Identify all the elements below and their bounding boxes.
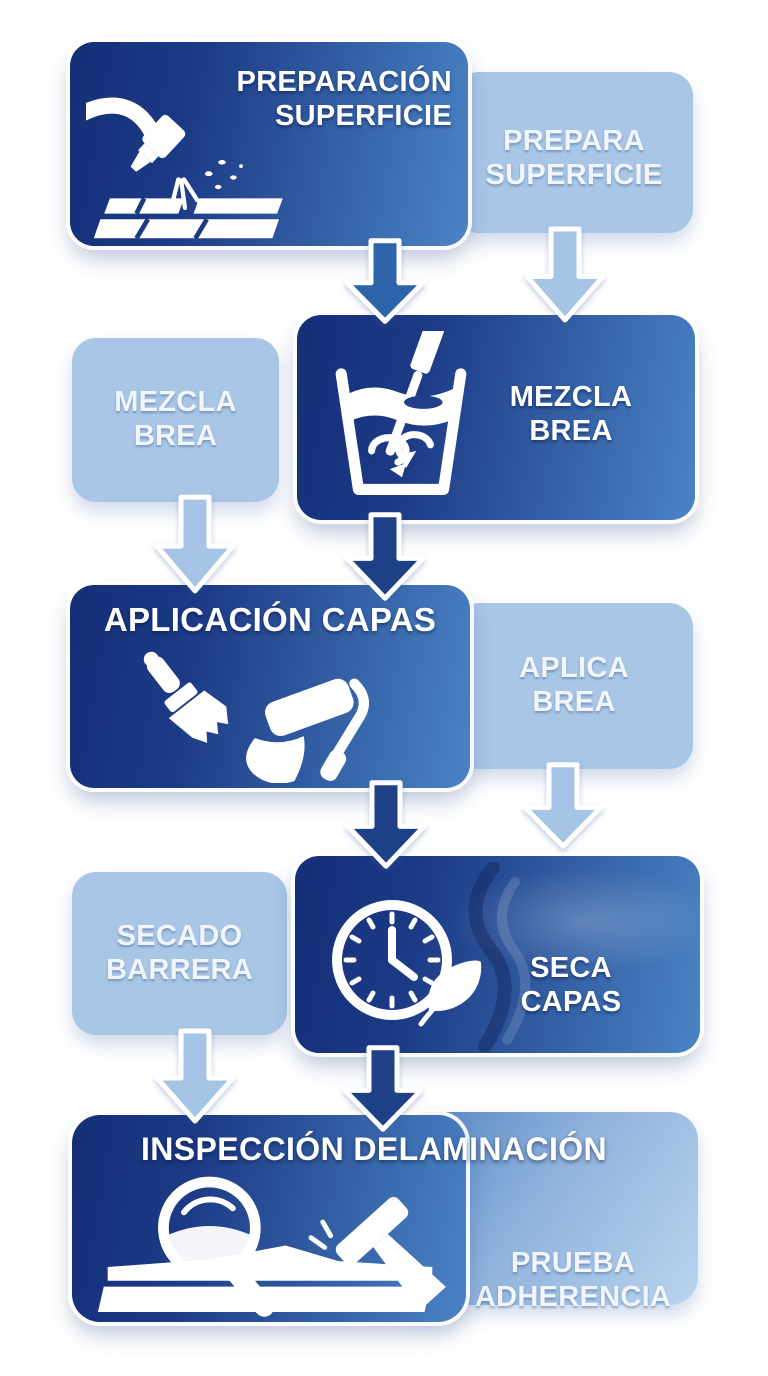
node-inspeccion-delaminacion <box>72 1115 466 1322</box>
node-label: MEZCLA BREA <box>471 381 671 449</box>
label-line: BREA <box>133 420 218 452</box>
node-label: APLICA BREA <box>455 603 693 769</box>
label-line: BARRERA <box>105 953 254 986</box>
label-line: BREA <box>532 686 616 718</box>
label-line: MEZCLA <box>114 386 237 419</box>
label-line: CAPAS <box>520 985 622 1018</box>
arrow-aplicacion-to-seca <box>344 780 428 869</box>
label-line: APLICA <box>519 652 629 685</box>
arrow-mezcla-to-aplicacion <box>343 512 427 601</box>
label-line: PRUEBA <box>510 1246 636 1279</box>
node-aplica-brea: APLICA BREA <box>455 603 693 769</box>
label-line: SECA <box>530 952 612 984</box>
arrow-seca-to-inspeccion <box>341 1045 425 1132</box>
label-line: SUPERFICIE <box>274 99 452 132</box>
sandblaster-icon <box>86 97 283 240</box>
node-aplicacion-capas: APLICACIÓN CAPAS <box>70 585 470 788</box>
node-label: PRUEBA ADHERENCIA <box>400 1112 698 1376</box>
mixing-bucket-icon <box>335 331 467 495</box>
magnifier-hammer-icon <box>97 1176 446 1317</box>
arrow-aplica-to-seca <box>521 762 605 849</box>
node-title-inspeccion: INSPECCIÓN DELAMINACIÓN <box>140 1131 608 1167</box>
node-label: MEZCLA BREA <box>72 338 279 502</box>
label-line: SECADO <box>116 919 243 952</box>
arrow-preparacion-to-mezcla <box>343 238 427 324</box>
node-label: PREPARACIÓN SUPERFICIE <box>237 66 452 134</box>
node-preparacion-superficie: PREPARACIÓN SUPERFICIE <box>70 42 468 246</box>
steam-swoosh <box>468 862 531 1052</box>
arrow-secado-to-inspeccion <box>153 1028 237 1124</box>
label-line: PREPARA <box>503 124 645 157</box>
sheen-highlight <box>445 866 700 976</box>
label-line: ADHERENCIA <box>474 1280 672 1313</box>
node-label: PREPARA SUPERFICIE <box>455 72 693 239</box>
node-prepara-superficie: PREPARA SUPERFICIE <box>455 72 693 233</box>
node-secado-barrera: SECADO BARRERA <box>72 872 287 1035</box>
node-label: SECA CAPAS <box>476 952 666 1020</box>
node-label: SECADO BARRERA <box>72 872 287 1035</box>
node-seca-capas: SECA CAPAS <box>295 856 700 1053</box>
arrow-mezcla-nota-to-aplicacion <box>153 494 237 594</box>
label-line: MEZCLA <box>509 381 633 413</box>
label-line: PREPARACIÓN <box>236 66 452 98</box>
node-title: APLICACIÓN CAPAS <box>103 601 437 638</box>
node-mezcla-brea: MEZCLA BREA <box>297 315 695 520</box>
brush-roller-icon <box>143 651 369 783</box>
arrow-prepara-to-mezcla <box>523 226 607 323</box>
label-line: SUPERFICIE <box>485 158 663 191</box>
clock-leaf-icon <box>332 900 482 1027</box>
label-line: BREA <box>529 414 613 447</box>
node-mezcla-brea-nota: MEZCLA BREA <box>72 338 279 502</box>
